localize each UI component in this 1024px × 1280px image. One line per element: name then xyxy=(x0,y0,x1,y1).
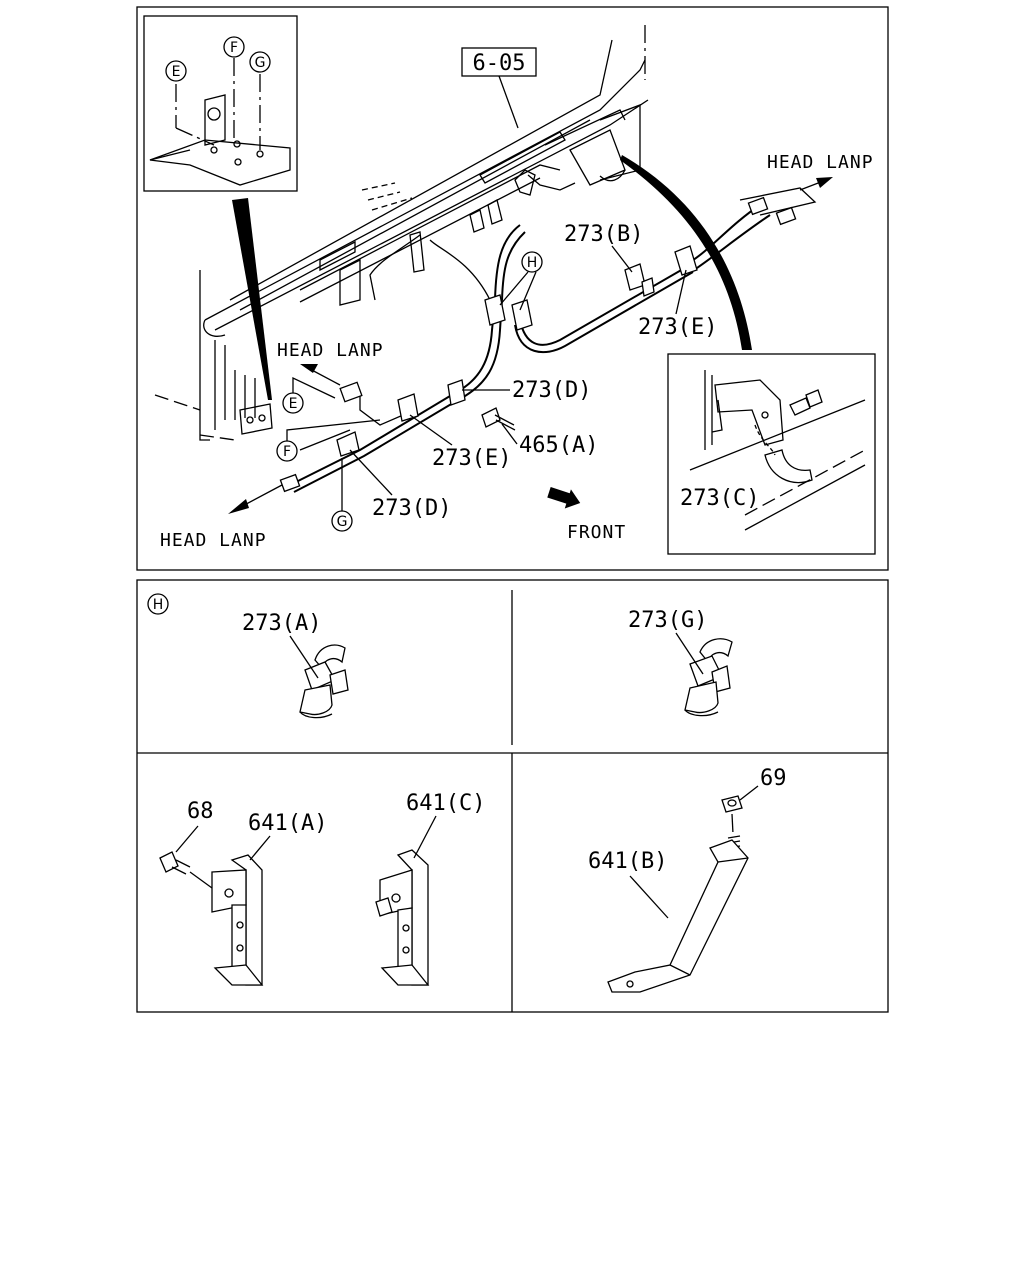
arrow-head-lamp-mid xyxy=(300,364,341,386)
clip-273b xyxy=(624,263,655,297)
label-273a: 273(A) xyxy=(242,611,321,636)
ref-6-05-leader xyxy=(498,75,519,129)
leader-69 xyxy=(739,785,759,801)
bolt-68-axis xyxy=(189,871,213,889)
label-641b: 641(B) xyxy=(588,849,667,874)
connector-head-lamp-right-2 xyxy=(775,206,797,226)
callout-h-detail-text: H xyxy=(153,597,164,613)
arrow-head-lamp-left xyxy=(228,484,283,514)
arrow-head-lamp-right xyxy=(799,177,833,191)
callout-g-inset: G xyxy=(255,55,266,71)
clip-273d-top xyxy=(447,379,466,406)
leader-273a xyxy=(289,635,319,679)
connector-head-lamp-left xyxy=(279,473,301,493)
front-label: FRONT xyxy=(567,522,626,543)
front-arrow-icon xyxy=(547,487,581,509)
callout-e-main xyxy=(282,376,336,414)
leader-wedge-left xyxy=(232,198,272,400)
leader-641a xyxy=(249,835,271,861)
leader-273g xyxy=(675,632,704,675)
leader-641c xyxy=(413,815,437,859)
bolt-68 xyxy=(159,851,191,875)
inset-bracket-efg xyxy=(143,15,298,192)
leader-273e-mid xyxy=(409,414,453,446)
label-273d-bottom: 273(D) xyxy=(372,496,451,521)
leader-641b xyxy=(629,875,669,919)
clip-h-assembly xyxy=(484,294,533,331)
callout-e-main-text: E xyxy=(289,396,298,412)
label-273b: 273(B) xyxy=(564,222,643,247)
connector-head-lamp-right-1 xyxy=(747,196,769,216)
inset-bracket-273c xyxy=(667,353,876,555)
callout-f-inset: F xyxy=(230,40,238,56)
callout-h-detail xyxy=(147,593,169,615)
main-frame xyxy=(136,6,889,571)
head-lamp-label-left: HEAD LANP xyxy=(160,530,267,551)
clip-273a-drawing xyxy=(299,644,349,719)
clip-273g-drawing xyxy=(684,638,733,717)
label-273d-top: 273(D) xyxy=(512,378,591,403)
label-273e-right: 273(E) xyxy=(638,315,717,340)
callout-e-inset: E xyxy=(172,64,181,80)
connector-head-lamp-mid xyxy=(339,381,363,403)
callout-f-main xyxy=(276,419,381,462)
label-273c: 273(C) xyxy=(680,486,759,511)
callout-h-main-text: H xyxy=(527,255,538,271)
bracket-641c xyxy=(375,849,430,986)
label-69: 69 xyxy=(760,766,787,791)
label-465a: 465(A) xyxy=(519,433,598,458)
leader-wedge-right xyxy=(620,155,752,350)
label-68: 68 xyxy=(187,799,214,824)
clip-273e-right xyxy=(674,245,698,276)
leader-465a xyxy=(501,423,518,445)
nut-69 xyxy=(721,795,743,854)
leader-68 xyxy=(175,825,199,853)
clip-273d-bottom xyxy=(336,431,360,457)
callout-h-main xyxy=(499,251,543,311)
label-273e-mid: 273(E) xyxy=(432,446,511,471)
leader-273b xyxy=(611,245,633,273)
head-lamp-label-right: HEAD LANP xyxy=(767,152,874,173)
leader-273e-right xyxy=(675,269,687,315)
bracket-641a xyxy=(211,854,264,986)
clip-273e-mid xyxy=(397,393,419,422)
label-641c: 641(C) xyxy=(406,791,485,816)
label-273g: 273(G) xyxy=(628,608,707,633)
ref-6-05-label: 6-05 xyxy=(473,51,526,76)
leader-273d-bottom xyxy=(349,449,393,496)
callout-g-main xyxy=(331,458,353,532)
connector-plate-right xyxy=(739,187,817,216)
bracket-641b xyxy=(607,839,749,993)
label-641a: 641(A) xyxy=(248,811,327,836)
head-lamp-label-mid: HEAD LANP xyxy=(277,340,384,361)
bolt-465a xyxy=(481,407,516,431)
callout-f-main-text: F xyxy=(283,444,291,460)
callout-g-main-text: G xyxy=(337,514,348,530)
